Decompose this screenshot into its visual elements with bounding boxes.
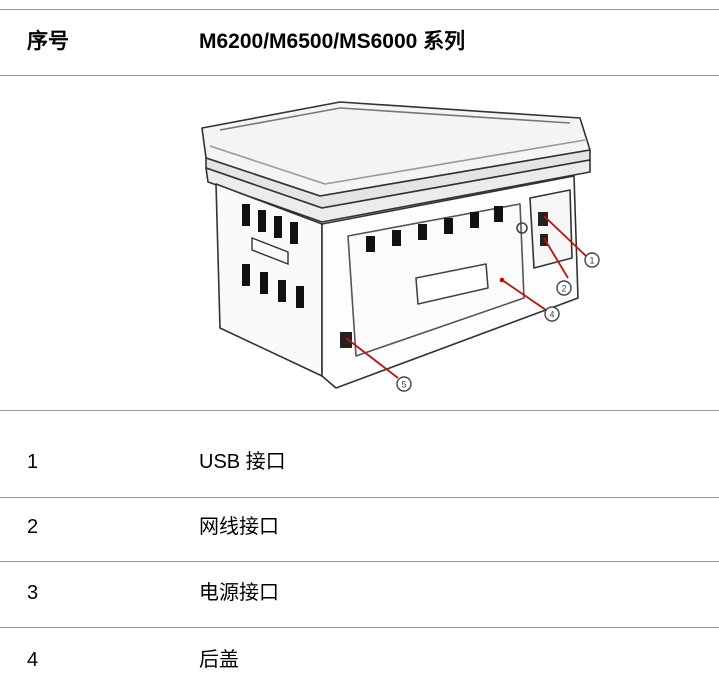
header-rule <box>0 75 719 76</box>
header-number: 序号 <box>27 30 69 53</box>
row-1-label: USB 接口 <box>199 451 286 473</box>
callout-1: 1 <box>589 256 594 266</box>
row-3-label: 电源接口 <box>199 582 279 604</box>
figure-rule <box>0 410 719 411</box>
row-3-rule <box>0 627 719 628</box>
row-4-number: 4 <box>27 649 39 671</box>
printer-rear-illustration: 1 2 4 5 <box>201 101 600 392</box>
callout-4: 4 <box>549 310 554 320</box>
row-2-number: 2 <box>27 516 39 538</box>
table-top-rule <box>0 9 719 10</box>
row-2-label: 网线接口 <box>199 516 279 538</box>
callout-2: 2 <box>561 284 566 294</box>
row-4-label: 后盖 <box>199 649 239 671</box>
row-1-number: 1 <box>27 451 39 473</box>
row-2-rule <box>0 561 719 562</box>
row-3-number: 3 <box>27 582 39 604</box>
header-series: M6200/M6500/MS6000 系列 <box>199 30 466 53</box>
row-1-rule <box>0 497 719 498</box>
callout-5: 5 <box>401 380 406 390</box>
